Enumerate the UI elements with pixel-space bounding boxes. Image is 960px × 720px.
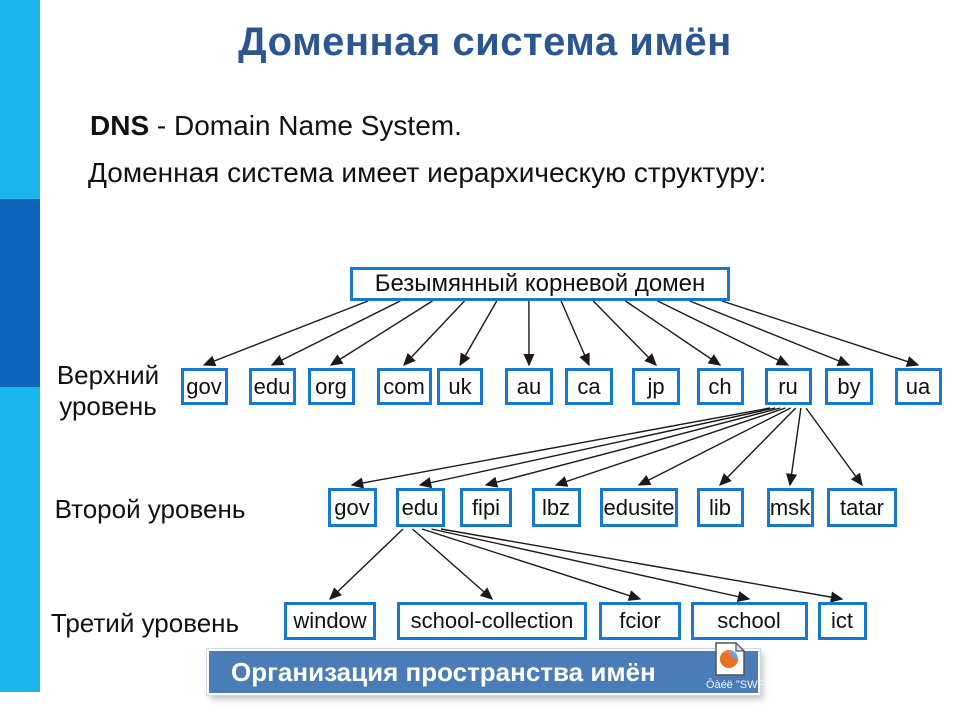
node-fcior: fcior xyxy=(599,602,681,640)
node-edusite: edusite xyxy=(600,488,678,527)
node-ch: ch xyxy=(696,368,744,405)
level-3-label: Третий уровень xyxy=(50,608,240,638)
node-by: by xyxy=(825,368,873,405)
node-ca: ca xyxy=(565,368,613,405)
node-org: org xyxy=(307,368,355,405)
intro-structure-line: Доменная система имеет иерархическую стр… xyxy=(88,157,767,188)
node-tatar: tatar xyxy=(827,488,897,527)
node-lib: lib xyxy=(696,488,744,527)
banner-title: Организация пространства имён xyxy=(231,656,656,687)
dns-definition: - Domain Name System. xyxy=(149,110,462,141)
node-window: window xyxy=(284,602,376,640)
node-msk: msk xyxy=(766,488,814,527)
swf-icon-caption: Ôàéë "SWF" xyxy=(705,679,769,691)
node-uk: uk xyxy=(437,368,483,405)
node-edu: edu xyxy=(395,488,445,527)
node-ict: ict xyxy=(817,602,867,640)
node-jp: jp xyxy=(632,368,680,405)
dns-term: DNS xyxy=(90,110,150,141)
root-domain-box: Безымянный корневой домен xyxy=(350,267,730,301)
node-ua: ua xyxy=(894,368,942,405)
level-1-label: Верхний уровень xyxy=(56,360,160,421)
node-school-collection: school-collection xyxy=(397,602,587,640)
node-lbz: lbz xyxy=(531,488,581,527)
intro-dns-line: DNS - Domain Name System. xyxy=(90,110,462,142)
swf-file-icon xyxy=(715,641,746,676)
node-au: au xyxy=(505,368,553,405)
node-edu: edu xyxy=(248,368,296,405)
node-gov: gov xyxy=(180,368,228,405)
node-school: school xyxy=(690,602,808,640)
node-ru: ru xyxy=(764,368,812,405)
level-2-label: Второй уровень xyxy=(54,494,246,524)
left-accent-bar-dark xyxy=(0,199,40,387)
node-fipi: fipi xyxy=(460,488,512,527)
node-com: com xyxy=(376,368,432,405)
bottom-banner: Организация пространства имён xyxy=(207,649,760,695)
node-gov: gov xyxy=(327,488,377,527)
page-title: Доменная система имён xyxy=(238,20,732,64)
